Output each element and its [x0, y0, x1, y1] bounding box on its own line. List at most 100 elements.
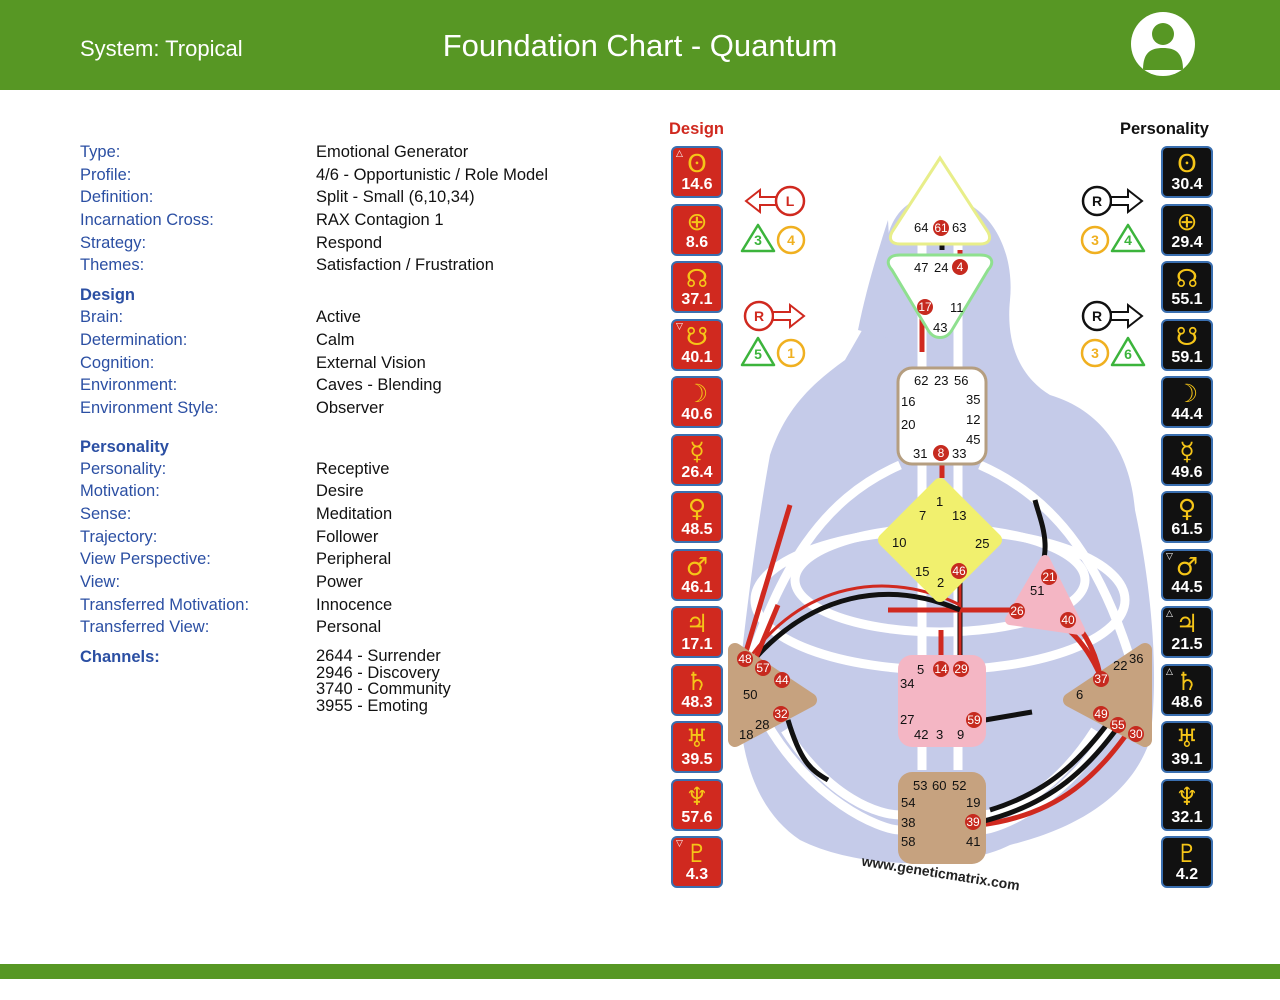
svg-text:5: 5 — [917, 662, 924, 677]
direction-marker-icon: △ — [676, 149, 683, 159]
info-label: Type: — [80, 143, 121, 161]
svg-text:13: 13 — [952, 508, 966, 523]
svg-text:42: 42 — [914, 727, 928, 742]
spleen-center — [728, 643, 817, 747]
avatar-button[interactable] — [1131, 12, 1195, 76]
svg-text:49: 49 — [1094, 707, 1108, 721]
info-value: Calm — [316, 330, 355, 349]
planet-north-node[interactable]: ☊37.1 — [671, 261, 723, 313]
planet-mercury[interactable]: ☿26.4 — [671, 433, 723, 486]
info-label: Trajectory: — [80, 527, 158, 546]
planet-value: 49.6 — [1171, 463, 1203, 481]
personality-bottom-arrow: R 3 6 — [1080, 300, 1146, 368]
planet-neptune[interactable]: ♆57.6 — [671, 778, 723, 831]
planet-moon[interactable]: ☽44.4 — [1161, 376, 1213, 428]
svg-text:32: 32 — [774, 707, 788, 721]
planet-south-node[interactable]: ☋59.1 — [1161, 318, 1213, 371]
svg-text:36: 36 — [1129, 651, 1143, 666]
planet-neptune[interactable]: ♆32.1 — [1161, 778, 1213, 831]
planet-value: 46.1 — [681, 578, 713, 596]
svg-text:4: 4 — [787, 232, 795, 248]
svg-text:44: 44 — [775, 673, 789, 687]
uranus-icon: ♅ — [685, 724, 709, 753]
info-value: External Vision — [316, 353, 426, 372]
info-row: Cognition:External Vision — [80, 352, 640, 375]
info-value: Active — [316, 308, 361, 327]
planet-value: 37.1 — [681, 291, 713, 308]
info-label: Strategy: — [80, 233, 147, 252]
moon-icon: ☽ — [685, 379, 709, 408]
info-label: Transferred Motivation: — [80, 595, 250, 614]
direction-marker-icon: ▽ — [676, 839, 683, 849]
svg-text:60: 60 — [932, 778, 946, 793]
planet-jupiter[interactable]: ♃21.5△ — [1161, 606, 1213, 658]
info-row: Motivation:Desire — [80, 480, 640, 503]
direction-marker-icon: △ — [1166, 609, 1173, 619]
planet-south-node[interactable]: ☋40.1▽ — [671, 318, 723, 371]
planet-north-node[interactable]: ☊55.1 — [1161, 261, 1213, 313]
mercury-icon: ☿ — [689, 436, 705, 466]
planet-mars[interactable]: ♂46.1 — [671, 548, 723, 601]
planet-saturn[interactable]: ♄48.3 — [671, 663, 723, 716]
info-value: Caves - Blending — [316, 376, 442, 395]
user-silhouette-icon — [1143, 23, 1183, 70]
info-row: Determination:Calm — [80, 329, 640, 352]
info-label: Personality: — [80, 459, 167, 478]
planet-jupiter[interactable]: ♃17.1 — [671, 606, 723, 658]
info-value: RAX Contagion 1 — [316, 211, 444, 230]
svg-text:25: 25 — [975, 536, 989, 551]
svg-text:27: 27 — [900, 712, 914, 727]
info-label: Environment: — [80, 376, 178, 395]
svg-text:2: 2 — [937, 575, 944, 590]
svg-text:37: 37 — [1094, 672, 1108, 686]
page-title: Foundation Chart - Quantum — [442, 28, 838, 63]
svg-text:R: R — [1092, 308, 1102, 324]
info-value: Satisfaction / Frustration — [316, 256, 494, 275]
planet-venus[interactable]: ♀48.5 — [671, 491, 723, 543]
svg-text:4: 4 — [957, 260, 964, 274]
svg-text:R: R — [754, 308, 764, 324]
svg-text:63: 63 — [952, 220, 966, 235]
info-row: Strategy:Respond — [80, 232, 640, 255]
planet-value: 57.6 — [681, 808, 713, 826]
svg-text:29: 29 — [954, 662, 968, 676]
info-value: Split - Small (6,10,34) — [316, 188, 475, 207]
planet-mars[interactable]: ♂44.5▽ — [1161, 548, 1213, 601]
sacral-center — [898, 655, 986, 747]
planet-venus[interactable]: ♀61.5 — [1161, 491, 1213, 543]
head-center — [888, 155, 992, 246]
svg-text:51: 51 — [1030, 583, 1044, 598]
planet-mercury[interactable]: ☿49.6 — [1161, 433, 1213, 486]
svg-text:17: 17 — [918, 300, 932, 314]
info-value: Receptive — [316, 459, 390, 478]
planet-value: 26.4 — [681, 463, 713, 481]
planet-earth[interactable]: ⊕29.4 — [1161, 203, 1213, 256]
planet-saturn[interactable]: ♄48.6△ — [1161, 663, 1213, 716]
sun-icon: ʘ — [687, 149, 707, 178]
info-label: Definition: — [80, 188, 154, 207]
svg-text:24: 24 — [934, 260, 948, 275]
info-label: Transferred View: — [80, 618, 210, 637]
planet-pluto[interactable]: ♇4.2 — [1161, 836, 1213, 888]
info-value: Meditation — [316, 504, 393, 523]
planet-uranus[interactable]: ♅39.5 — [671, 721, 723, 773]
svg-text:9: 9 — [957, 727, 964, 742]
svg-text:53: 53 — [913, 778, 927, 793]
svg-text:64: 64 — [914, 220, 928, 235]
planet-uranus[interactable]: ♅39.1 — [1161, 721, 1213, 773]
planet-pluto[interactable]: ♇4.3▽ — [671, 836, 723, 888]
planet-earth[interactable]: ⊕8.6 — [671, 203, 723, 256]
info-row: View:Power — [80, 571, 640, 594]
info-label: Brain: — [80, 308, 124, 327]
info-label: View Perspective: — [80, 550, 211, 569]
info-row: Definition: Split - Small (6,10,34) — [80, 186, 640, 209]
planet-value: 17.1 — [681, 636, 713, 653]
svg-text:45: 45 — [966, 432, 980, 447]
north-node-icon: ☊ — [1175, 264, 1199, 293]
svg-text:12: 12 — [966, 412, 980, 427]
planet-moon[interactable]: ☽40.6 — [671, 376, 723, 428]
